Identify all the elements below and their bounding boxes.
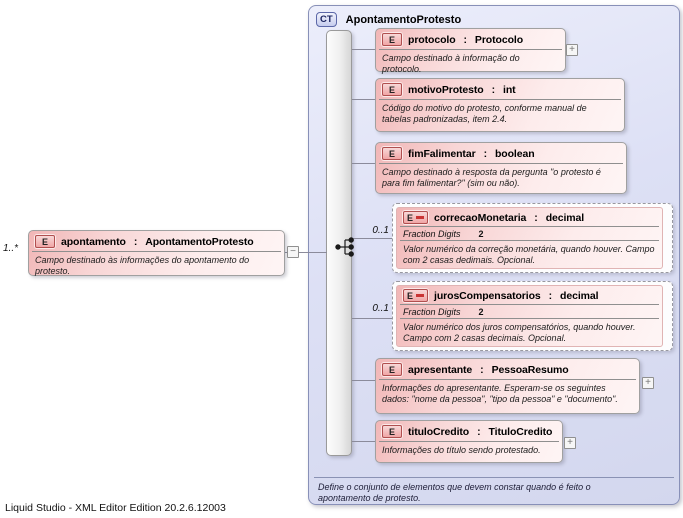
type-separator: :: [491, 83, 496, 96]
title-divider: [379, 163, 623, 164]
element-annotation: Campo destinado à informação do protocol…: [382, 53, 520, 74]
element-type: PessoaResumo: [491, 363, 569, 376]
title-divider: [379, 99, 621, 100]
element-with-facets-icon: E: [403, 211, 429, 224]
facet-value: 2: [478, 229, 484, 239]
element-type: decimal: [545, 211, 585, 224]
annotation-divider: [314, 477, 674, 478]
element-box-correcaoMonetaria[interactable]: E correcaoMonetaria : decimal Fraction D…: [396, 207, 663, 269]
connector-line: [352, 49, 375, 50]
sequence-compositor-bar[interactable]: [326, 30, 352, 456]
element-icon: E: [35, 235, 55, 248]
title-divider: [379, 441, 559, 442]
element-box-tituloCredito[interactable]: E tituloCredito : TituloCredito Informaç…: [375, 420, 563, 463]
optional-element-wrapper: E jurosCompensatorios : decimal Fraction…: [392, 281, 673, 351]
element-box-apontamento[interactable]: E apontamento : ApontamentoProtesto Camp…: [28, 230, 285, 276]
complex-type-title: ApontamentoProtesto: [345, 13, 462, 26]
element-name: motivoProtesto: [408, 83, 484, 96]
expand-button[interactable]: +: [564, 437, 576, 449]
element-name: protocolo: [408, 33, 456, 46]
title-divider: [379, 379, 636, 380]
element-icon: E: [382, 363, 402, 376]
type-separator: :: [477, 425, 481, 438]
complex-type-annotation: Define o conjunto de elementos que devem…: [318, 482, 591, 503]
type-separator: :: [480, 363, 484, 376]
element-type: Protocolo: [474, 33, 524, 46]
facet-row: Fraction Digits 2: [397, 227, 662, 240]
element-name: tituloCredito: [408, 425, 470, 438]
facet-divider: [400, 318, 659, 319]
element-box-motivoProtesto[interactable]: E motivoProtesto : int Código do motivo …: [375, 78, 625, 132]
element-annotation: Valor numérico dos juros compensatórios,…: [403, 322, 636, 343]
title-divider: [379, 49, 562, 50]
connector-line: [299, 252, 327, 253]
element-annotation: Informações do apresentante. Esperam-se …: [382, 383, 618, 404]
facet-dash-icon: [416, 294, 425, 297]
element-icon: E: [382, 425, 402, 438]
element-annotation: Informações do título sendo protestado.: [382, 445, 541, 455]
connector-line: [352, 318, 392, 319]
connector-line: [352, 238, 392, 239]
connector-line: [284, 252, 288, 253]
element-type: TituloCredito: [488, 425, 553, 438]
cardinality-label: 0..1: [372, 225, 389, 236]
title-divider: [32, 251, 281, 252]
element-annotation: Código do motivo do protesto, conforme m…: [382, 103, 587, 124]
facet-divider: [400, 240, 659, 241]
facet-value: 2: [478, 307, 484, 317]
element-name: apontamento: [61, 235, 126, 248]
element-type: decimal: [560, 289, 599, 302]
element-name: correcaoMonetaria: [434, 211, 527, 224]
title-divider: [400, 304, 659, 305]
root-cardinality-label: 1..*: [3, 243, 19, 254]
element-box-protocolo[interactable]: E protocolo : Protocolo Campo destinado …: [375, 28, 566, 74]
connector-line: [352, 163, 375, 164]
facet-dash-icon: [416, 216, 425, 219]
collapse-button[interactable]: −: [287, 246, 299, 258]
expand-button[interactable]: +: [566, 44, 578, 56]
complex-type-badge-icon: CT: [316, 12, 337, 27]
type-separator: :: [133, 235, 138, 248]
element-annotation: Valor numérico da correção monetária, qu…: [403, 244, 655, 265]
connector-line: [352, 441, 375, 442]
expand-button[interactable]: +: [642, 377, 654, 389]
element-icon: E: [382, 147, 402, 160]
connector-line: [352, 99, 375, 100]
element-type: int: [503, 83, 516, 96]
status-bar-app-version: Liquid Studio - XML Editor Edition 20.2.…: [5, 502, 226, 514]
element-name: fimFalimentar: [408, 147, 476, 160]
facet-label: Fraction Digits: [403, 229, 461, 239]
title-divider: [400, 226, 659, 227]
facet-row: Fraction Digits 2: [397, 305, 662, 318]
element-annotation: Campo destinado às informações do aponta…: [35, 255, 250, 276]
element-box-apresentante[interactable]: E apresentante : PessoaResumo Informaçõe…: [375, 358, 640, 414]
optional-element-wrapper: E correcaoMonetaria : decimal Fraction D…: [392, 203, 673, 273]
element-type: boolean: [494, 147, 535, 160]
type-separator: :: [483, 147, 488, 160]
element-annotation: Campo destinado à resposta da pergunta "…: [382, 167, 601, 188]
type-separator: :: [534, 211, 538, 224]
type-separator: :: [548, 289, 553, 302]
facet-label: Fraction Digits: [403, 307, 461, 317]
element-box-fimFalimentar[interactable]: E fimFalimentar : boolean Campo destinad…: [375, 142, 627, 194]
type-separator: :: [463, 33, 468, 46]
element-with-facets-icon: E: [403, 289, 429, 302]
complex-type-header[interactable]: CT ApontamentoProtesto: [309, 6, 679, 27]
element-box-jurosCompensatorios[interactable]: E jurosCompensatorios : decimal Fraction…: [396, 285, 663, 347]
element-name: jurosCompensatorios: [434, 289, 541, 302]
cardinality-label: 0..1: [372, 303, 389, 314]
element-name: apresentante: [408, 363, 473, 376]
sequence-icon: [335, 237, 354, 257]
element-icon: E: [382, 33, 402, 46]
element-type: ApontamentoProtesto: [145, 235, 254, 248]
element-icon: E: [382, 83, 402, 96]
connector-line: [352, 380, 375, 381]
